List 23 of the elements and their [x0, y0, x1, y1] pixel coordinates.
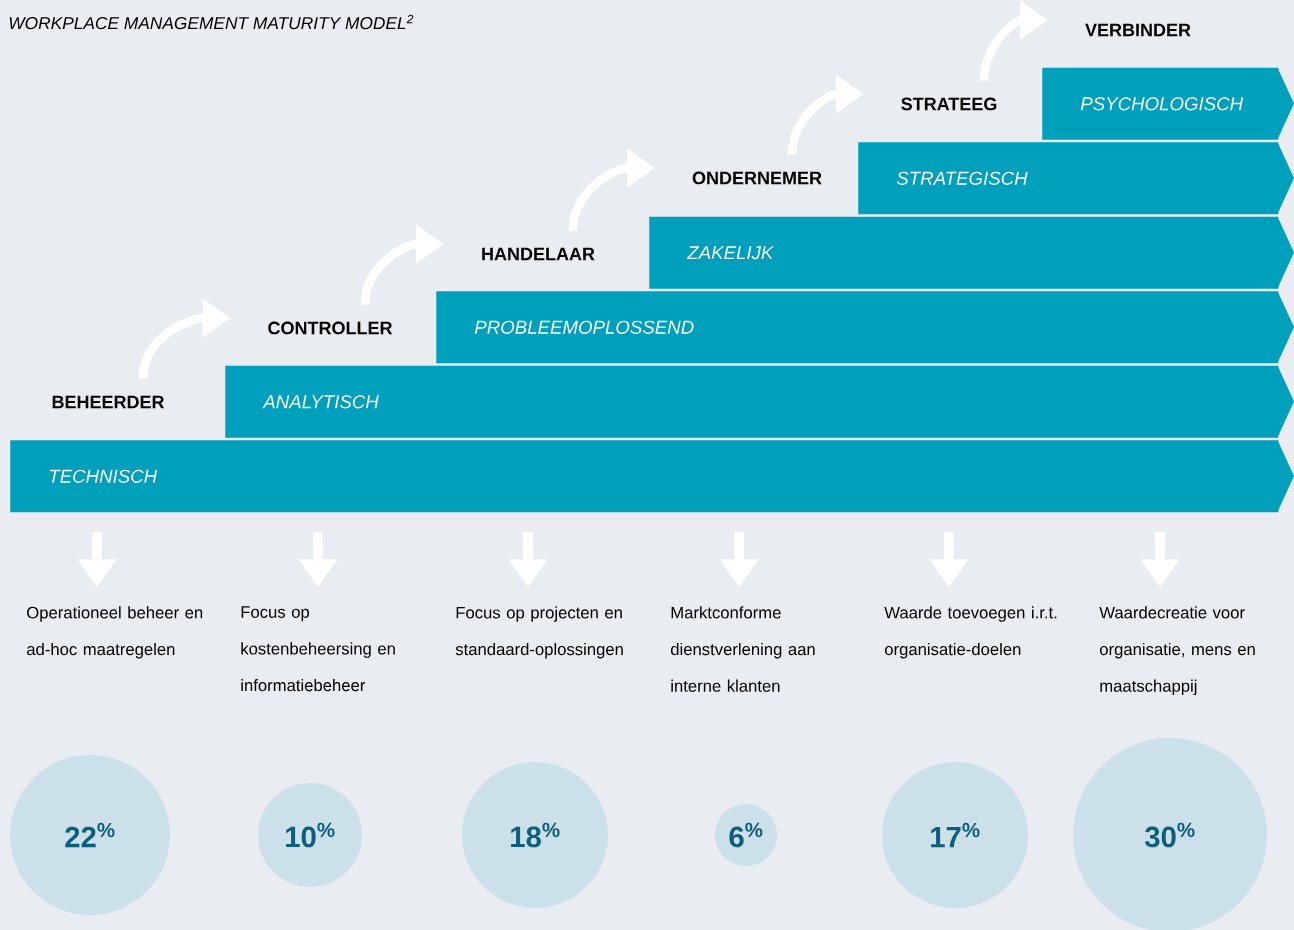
level-band: TECHNISCH: [10, 440, 1294, 513]
role-label: BEHEERDER: [52, 395, 165, 409]
description-text: Operationeel beheer en ad-hoc maatregelen: [27, 606, 203, 659]
title: WORKPLACE MANAGEMENT MATURITY MODEL$^{2}$: [9, 14, 414, 30]
description-text: Waarde toevoegen i.r.t. organisatie-doelen: [884, 606, 1057, 659]
role-label: STRATEEG: [901, 97, 997, 111]
description-text: Marktconforme dienstverlening aan interne klanten: [670, 606, 815, 692]
node-label: STRATEGISCH: [896, 171, 1028, 185]
role-label: HANDELAAR: [482, 247, 595, 261]
node-label: ZAKELIJK: [686, 246, 775, 260]
node-label: PROBLEEMOPLOSSEND: [474, 320, 694, 334]
role-label: VERBINDER: [1085, 23, 1191, 37]
role-label: ONDERNEMER: [692, 171, 822, 185]
description-text: Waardecreatie voor organisatie, mens en maatschappij: [1099, 606, 1255, 696]
description-text: Focus op kostenbeheersing en informatiebeheer: [241, 606, 395, 692]
level-band: PROBLEEMOPLOSSEND: [436, 291, 1294, 364]
level-band: ANALYTISCH: [225, 365, 1294, 438]
level-band: ZAKELIJK: [649, 216, 1294, 289]
level-band: STRATEGISCH: [858, 142, 1294, 215]
description-text: Focus op projecten en standaard-oplossingen: [455, 606, 623, 659]
role-label: CONTROLLER: [268, 321, 393, 335]
node-label: ANALYTISCH: [262, 395, 379, 409]
level-band: PSYCHOLOGISCH: [1042, 67, 1294, 140]
